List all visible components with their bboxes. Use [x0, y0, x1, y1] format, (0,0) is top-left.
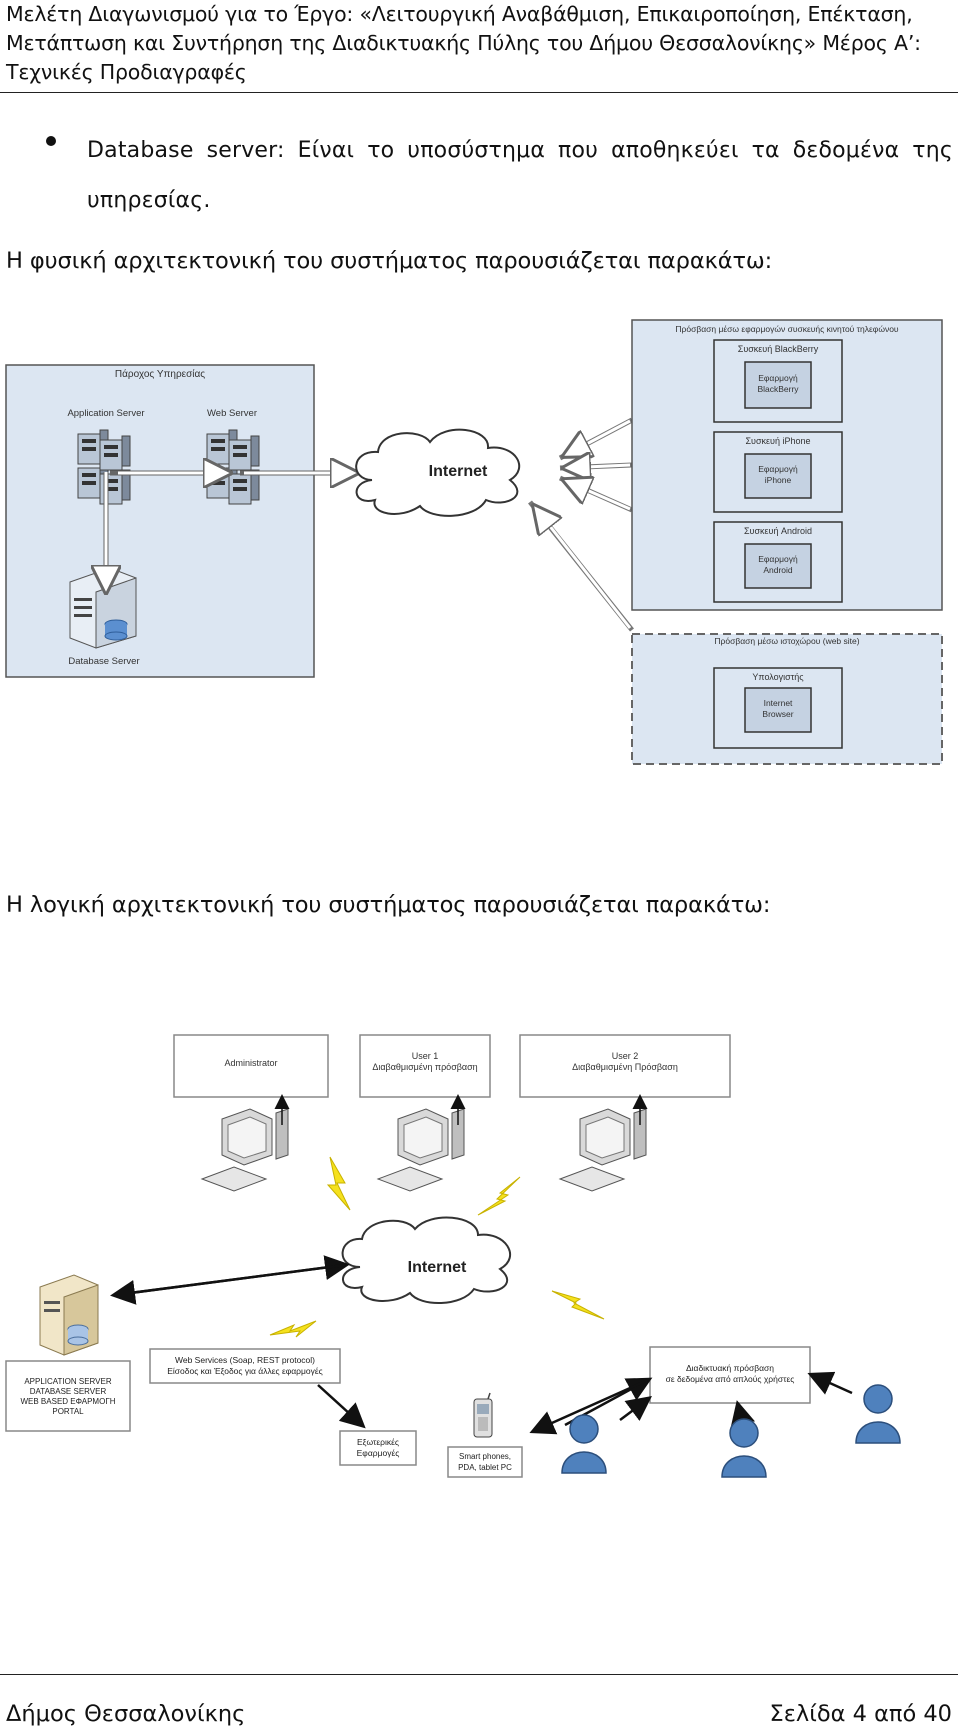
android-device-label: Συσκευή Android [744, 526, 812, 536]
browser-label-1: Internet [764, 698, 793, 708]
web-access-label-1: Διαδικτυακή πρόσβαση [686, 1363, 774, 1373]
page-number: Σελίδα 4 από 40 [769, 1701, 952, 1727]
bullet-word: τα [751, 138, 780, 163]
web-access-label-2: σε δεδομένα από απλούς χρήστες [666, 1374, 795, 1384]
browser-label-2: Browser [762, 709, 793, 719]
user1-computer-icon [377, 1108, 465, 1192]
bullet-icon [46, 136, 56, 146]
user2-box [519, 1034, 731, 1098]
footer-organization: Δήμος Θεσσαλονίκης [6, 1701, 246, 1727]
external-apps-box [339, 1430, 417, 1466]
server-label-1: APPLICATION SERVER [24, 1377, 112, 1386]
internet-cloud-icon-2 [341, 1216, 512, 1305]
iphone-app-label-1: Εφαρμογή [758, 464, 798, 474]
physical-intro: Η φυσική αρχιτεκτονική του συστήματος πα… [6, 248, 773, 274]
bullet-word: Database [87, 138, 194, 163]
blackberry-device-label: Συσκευή BlackBerry [738, 344, 819, 354]
page-header: Μελέτη Διαγωνισμού για το Έργο: «Λειτουρ… [6, 0, 956, 87]
provider-title: Πάροχος Υπηρεσίας [115, 368, 205, 380]
iphone-device-label: Συσκευή iPhone [745, 436, 810, 446]
header-line-3: Τεχνικές Προδιαγραφές [6, 60, 247, 84]
android-app-label-2: Android [763, 565, 793, 575]
header-line-2: Μετάπτωση και Συντήρηση της Διαδικτυακής… [6, 31, 921, 55]
admin-label: Administrator [224, 1058, 277, 1068]
server-label-3: WEB BASED ΕΦΑΡΜΟΓΗ [20, 1397, 115, 1406]
mobile-label-1: Smart phones, [459, 1452, 511, 1461]
lightning-icons [269, 1156, 605, 1338]
web-access-box [649, 1346, 811, 1404]
server-label-4: PORTAL [52, 1407, 84, 1416]
web-services-label-2: Είσοδος και Έξοδος για άλλες εφαρμογές [167, 1366, 323, 1376]
external-apps-label-2: Εφαρμογές [357, 1448, 400, 1458]
bullet-word: server: [206, 138, 285, 163]
server-label-2: DATABASE SERVER [30, 1387, 107, 1396]
computer-label: Υπολογιστής [752, 672, 804, 682]
bullet-word: υποσύστημα [407, 138, 546, 163]
app-server-icon-2 [39, 1274, 99, 1356]
mobile-devices-box [447, 1446, 523, 1478]
bullet-word: δεδομένα [792, 138, 900, 163]
android-app-label-1: Εφαρμογή [758, 554, 798, 564]
user-icon-3 [855, 1384, 901, 1444]
user1-label-1: User 1 [412, 1051, 439, 1061]
header-line-1: Μελέτη Διαγωνισμού για το Έργο: «Λειτουρ… [6, 2, 913, 26]
logical-architecture-diagram: Administrator User 1 Διαβαθμισμένη πρόσβ… [5, 1034, 901, 1478]
blackberry-app-label-2: BlackBerry [757, 384, 799, 394]
user1-box [359, 1034, 491, 1098]
user-icon-2 [721, 1418, 767, 1478]
blackberry-app-label-1: Εφαρμογή [758, 373, 798, 383]
user2-label-1: User 2 [612, 1051, 639, 1061]
user1-label-2: Διαβαθμισμένη πρόσβαση [372, 1062, 477, 1072]
iphone-app-label-2: iPhone [765, 475, 792, 485]
app-server-label: Application Server [67, 408, 144, 419]
web-server-label: Web Server [207, 408, 257, 419]
bullet-word: της [912, 138, 953, 163]
user2-computer-icon [559, 1108, 647, 1192]
internet-label: Internet [429, 463, 488, 480]
footer-rule [0, 1674, 958, 1675]
admin-computer-icon [201, 1108, 289, 1192]
physical-architecture-diagram: Πάροχος Υπηρεσίας Application Server Web… [5, 319, 943, 765]
logical-intro: Η λογική αρχιτεκτονική του συστήματος πα… [6, 892, 771, 918]
internet-cloud-icon [355, 428, 521, 517]
bullet-word: που [558, 138, 599, 163]
bullet-word: Είναι [297, 138, 355, 163]
provider-panel [5, 364, 315, 678]
internet-label-2: Internet [408, 1259, 467, 1276]
external-apps-label-1: Εξωτερικές [357, 1437, 399, 1447]
web-services-box [149, 1348, 341, 1384]
database-server-label: Database Server [68, 656, 139, 667]
web-services-label-1: Web Services (Soap, REST protocol) [175, 1355, 315, 1365]
web-group-title: Πρόσβαση μέσω ιστοχώρου (web site) [714, 636, 859, 646]
bullet-line-2: υπηρεσίας. [87, 188, 211, 213]
bullet-word: το [367, 138, 395, 163]
smartphone-icon [473, 1392, 493, 1438]
admin-box [173, 1034, 329, 1098]
header-rule [0, 92, 958, 93]
database-server-icon [69, 567, 137, 649]
mobile-label-2: PDA, tablet PC [458, 1463, 512, 1472]
bullet-word: αποθηκεύει [611, 138, 739, 163]
server-description-box [5, 1360, 131, 1432]
user2-label-2: Διαβαθμισμένη Πρόσβαση [572, 1062, 678, 1072]
mobile-group-title: Πρόσβαση μέσω εφαρμογών συσκευής κινητού… [675, 324, 899, 334]
